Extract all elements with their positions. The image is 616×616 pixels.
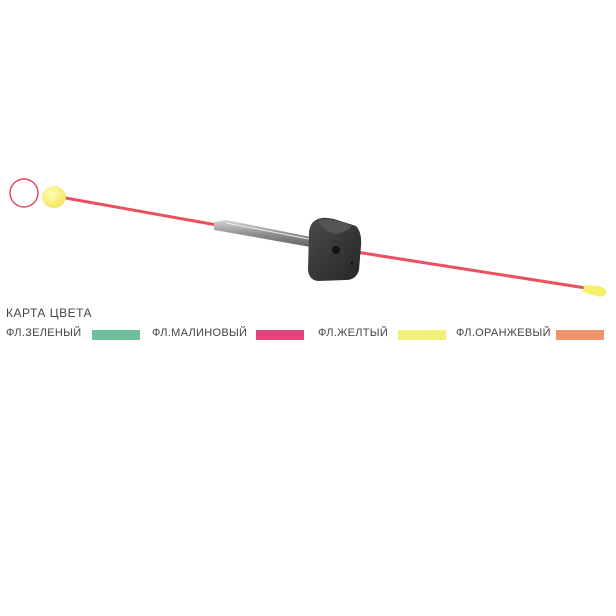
mount-block-dot [350, 261, 354, 265]
color-card: КАРТА ЦВЕТА ФЛ.ЗЕЛЕНЫЙ ФЛ.МАЛИНОВЫЙ ФЛ.Ж… [6, 306, 610, 346]
swatch-label-yellow: ФЛ.ЖЕЛТЫЙ [318, 327, 389, 339]
swatch-green: ФЛ.ЗЕЛЕНЫЙ [6, 326, 146, 342]
metal-spring-shine [225, 222, 315, 241]
color-card-title: КАРТА ЦВЕТА [6, 306, 93, 320]
swatch-orange: ФЛ.ОРАНЖЕВЫЙ [456, 326, 610, 342]
mount-block-hole-icon [332, 246, 340, 254]
mount-block-top [318, 219, 352, 234]
swatch-bar-orange [556, 330, 604, 340]
swatch-bar-yellow [398, 330, 446, 340]
metal-spring [214, 220, 316, 248]
swatch-label-orange: ФЛ.ОРАНЖЕВЫЙ [456, 327, 551, 339]
rod-left [58, 195, 230, 229]
bead-icon [42, 186, 66, 208]
rod-tip-icon [583, 285, 607, 297]
swatch-label-raspberry: ФЛ.МАЛИНОВЫЙ [152, 327, 248, 339]
ring-icon [9, 178, 39, 208]
swatch-bar-raspberry [256, 330, 304, 340]
swatch-label-green: ФЛ.ЗЕЛЕНЫЙ [6, 327, 82, 339]
swatch-bar-green [92, 330, 140, 340]
swatch-yellow: ФЛ.ЖЕЛТЫЙ [318, 326, 448, 342]
swatch-raspberry: ФЛ.МАЛИНОВЫЙ [152, 326, 312, 342]
rod-right [354, 250, 594, 291]
